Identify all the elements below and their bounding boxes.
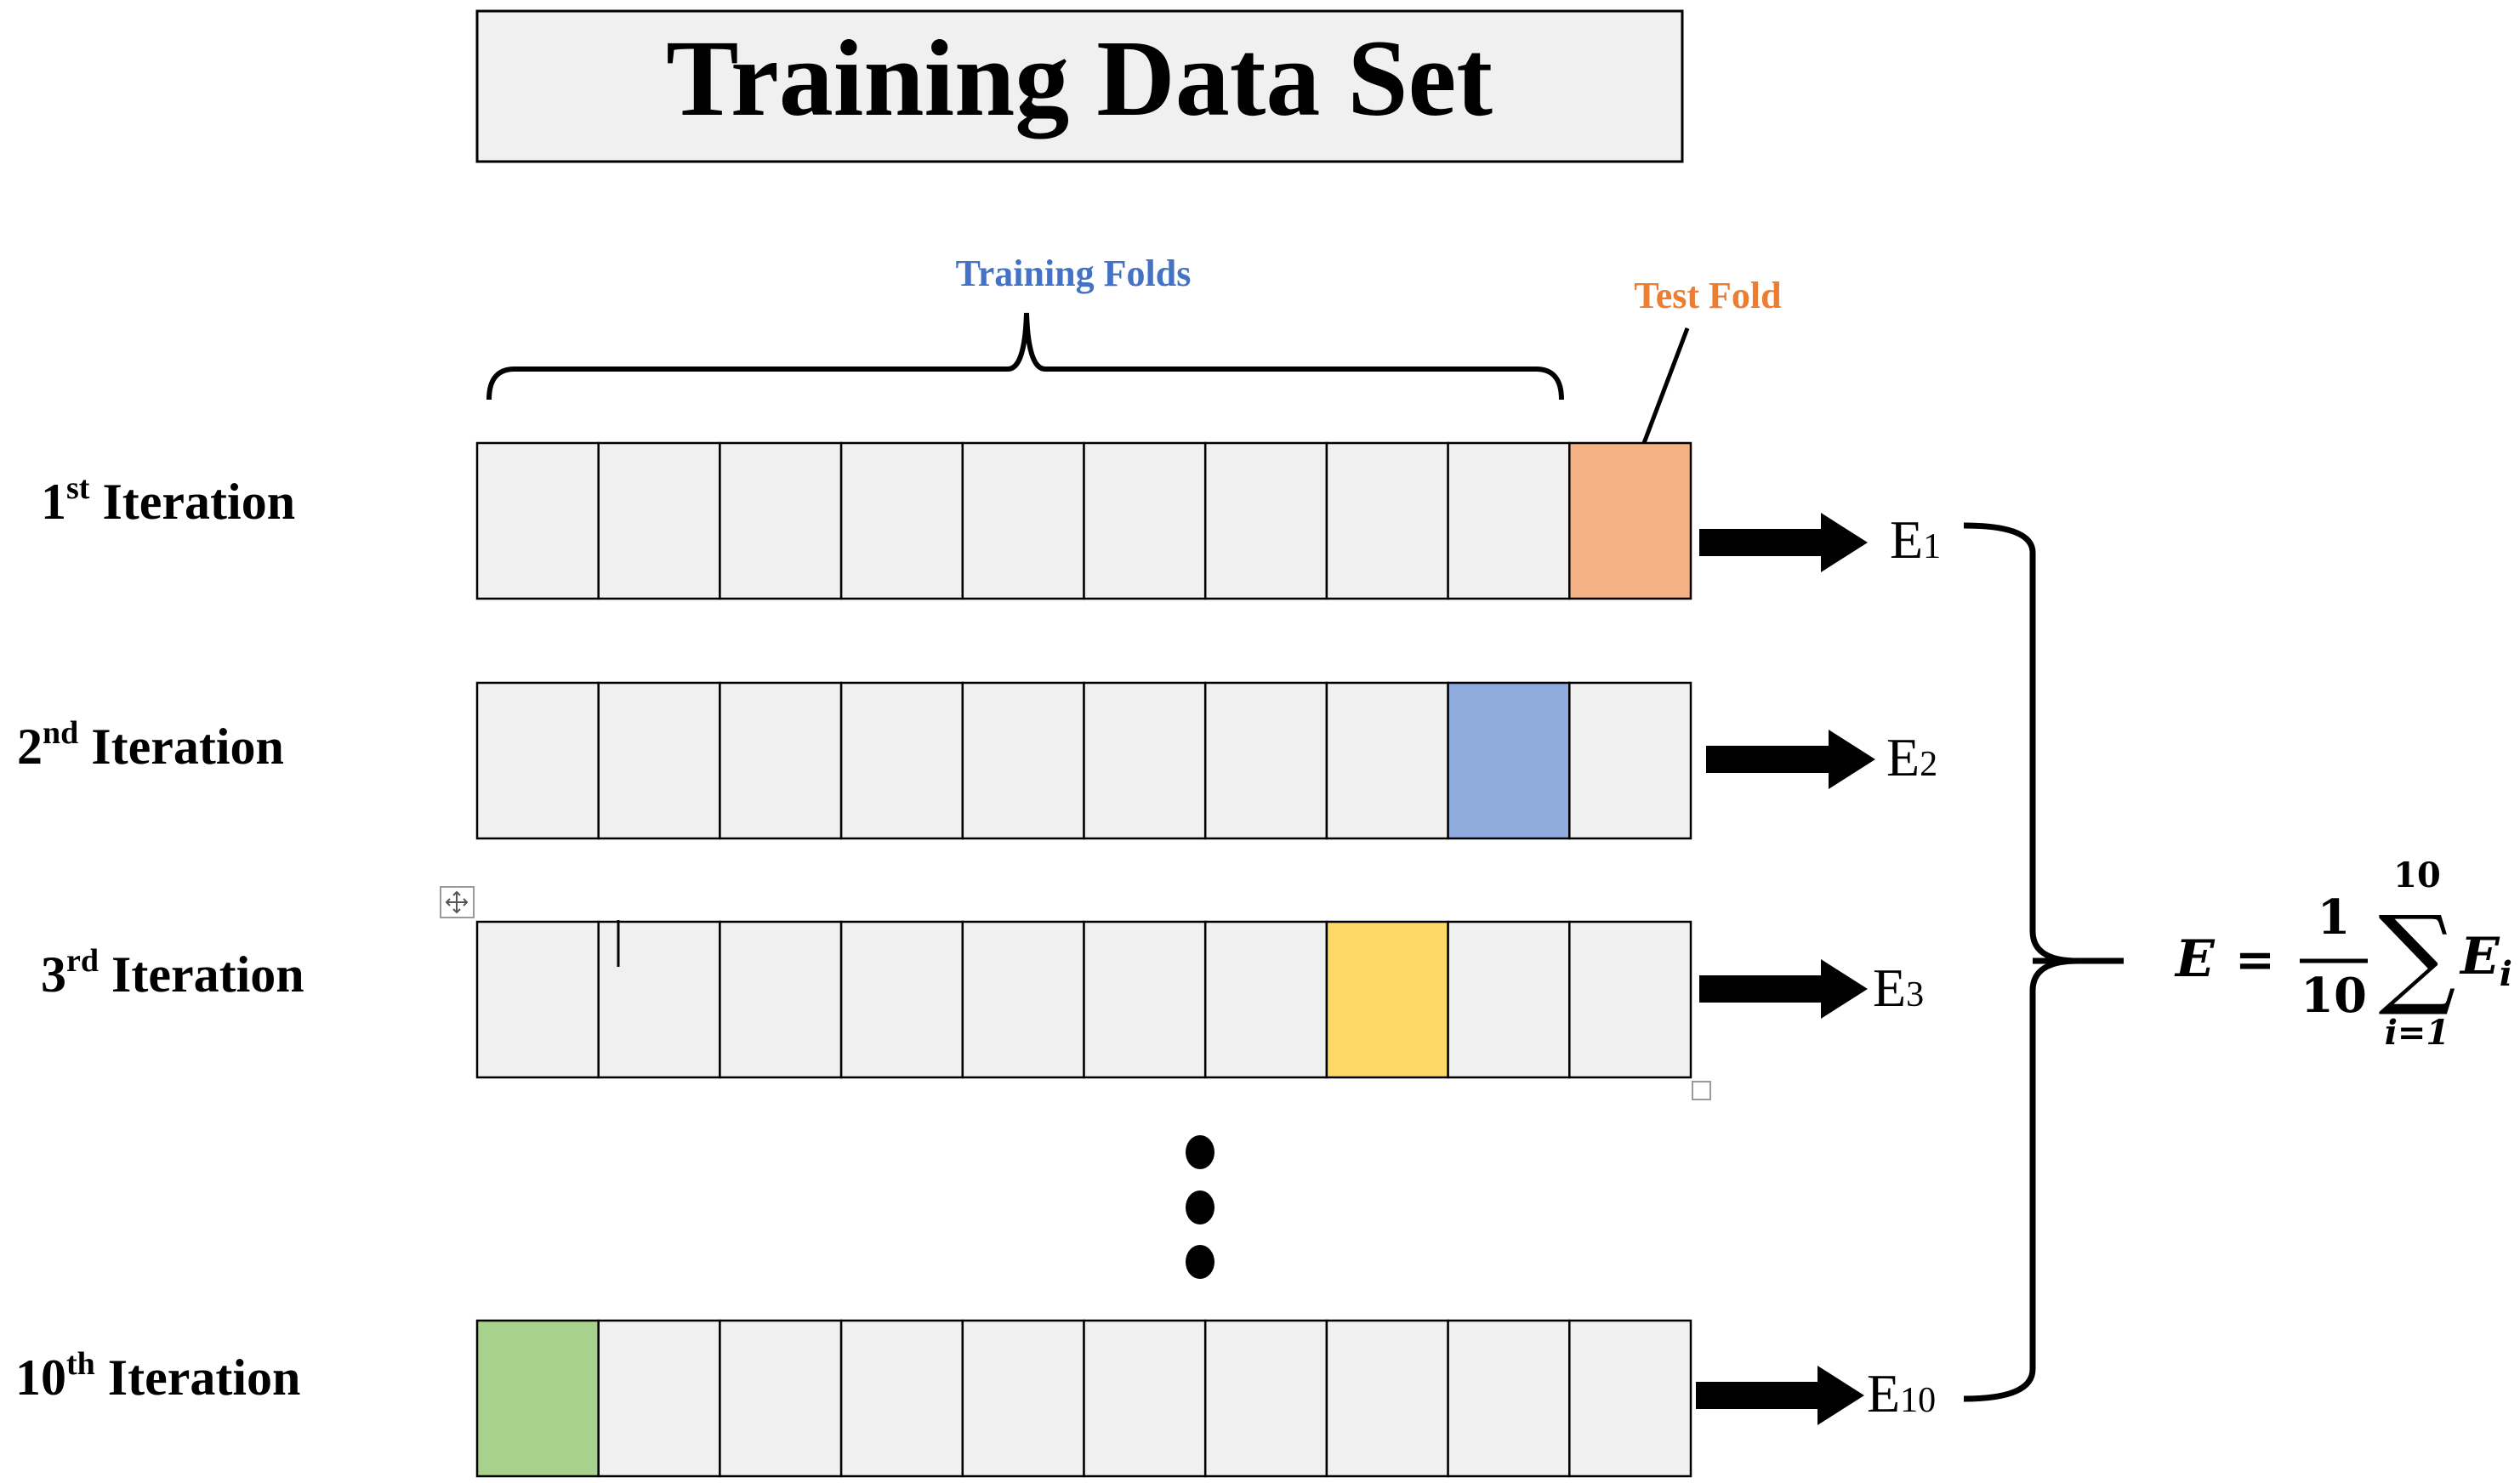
training-fold-cell — [1083, 441, 1207, 600]
iteration-label-2: 2nd Iteration — [17, 715, 284, 775]
training-fold-cell — [961, 920, 1085, 1079]
training-fold-cell — [1203, 920, 1328, 1079]
training-fold-cell — [1083, 1319, 1207, 1478]
error-label-e2: E2 — [1886, 727, 1937, 787]
iteration-ordinal-suffix: th — [66, 1346, 95, 1382]
iteration-ordinal-suffix: st — [66, 470, 90, 506]
training-fold-cell — [597, 920, 721, 1079]
formula-denominator: 10 — [2301, 968, 2367, 1024]
page-title: Training Data Set — [666, 18, 1493, 139]
test-fold-cell — [1568, 441, 1692, 600]
iteration-label-1: 1st Iteration — [41, 470, 295, 530]
svg-text:10th Iteration: 10th Iteration — [15, 1346, 300, 1406]
title-box: Training Data Set — [475, 9, 1684, 163]
training-fold-cell — [1447, 1319, 1571, 1478]
training-fold-cell — [1083, 920, 1207, 1079]
table-move-handle-icon[interactable] — [440, 886, 475, 918]
iteration-number: 2 — [17, 719, 43, 775]
arrow-right-icon — [1696, 1366, 1864, 1425]
arrow-right-icon — [1699, 513, 1868, 572]
test-fold-label: Test Fold — [1634, 275, 1781, 316]
fold-row-iteration-1 — [475, 441, 1692, 600]
training-fold-cell — [1447, 920, 1571, 1079]
iteration-word: Iteration — [95, 1349, 301, 1406]
training-fold-cell — [1325, 681, 1449, 840]
training-fold-cell — [475, 441, 600, 600]
training-fold-cell — [839, 681, 964, 840]
svg-text:2nd Iteration: 2nd Iteration — [17, 715, 284, 775]
average-error-formula: E = 1 10 10 ∑ i=1 Ei — [2174, 855, 2512, 1053]
iteration-label-10: 10th Iteration — [15, 1346, 300, 1406]
training-fold-cell — [1203, 441, 1328, 600]
fold-row-iteration-10 — [475, 1319, 1692, 1478]
training-fold-cell — [839, 920, 964, 1079]
formula-term: Ei — [2459, 927, 2512, 994]
training-fold-cell — [597, 441, 721, 600]
iteration-number: 10 — [15, 1349, 66, 1406]
iteration-number: 3 — [41, 946, 66, 1003]
training-fold-cell — [597, 681, 721, 840]
training-fold-cell — [1203, 1319, 1328, 1478]
error-label-e3: E3 — [1873, 957, 1924, 1018]
iteration-word: Iteration — [78, 719, 284, 775]
formula-lhs: E — [2174, 929, 2216, 989]
training-folds-brace — [486, 312, 1564, 401]
table-resize-handle-icon[interactable] — [1692, 1081, 1711, 1100]
formula-numerator: 1 — [2318, 889, 2351, 946]
training-fold-cell — [1568, 1319, 1692, 1478]
iteration-label-3: 3rd Iteration — [41, 943, 304, 1003]
test-fold-cell — [1447, 681, 1571, 840]
fold-row-iteration-3 — [475, 920, 1692, 1079]
fold-row-iteration-2 — [475, 681, 1692, 840]
formula-equals: = — [2235, 932, 2275, 988]
training-fold-cell — [475, 681, 600, 840]
test-fold-pointer — [1641, 327, 1690, 444]
arrow-right-icon — [1706, 730, 1875, 789]
training-fold-cell — [475, 920, 600, 1079]
formula-sum-lower-limit: i=1 — [2385, 1013, 2450, 1053]
training-fold-cell — [719, 681, 843, 840]
iteration-ordinal-suffix: rd — [66, 943, 99, 979]
formula-sum-upper-limit: 10 — [2393, 855, 2441, 895]
formula-sigma: ∑ — [2378, 893, 2455, 1020]
iteration-word: Iteration — [99, 946, 304, 1003]
training-fold-cell — [719, 441, 843, 600]
arrow-right-icon — [1699, 959, 1868, 1019]
error-label-e1: E1 — [1890, 509, 1941, 570]
training-fold-cell — [1568, 681, 1692, 840]
training-fold-cell — [719, 920, 843, 1079]
test-fold-cell — [475, 1319, 600, 1478]
training-fold-cell — [1447, 441, 1571, 600]
error-label-e10: E10 — [1867, 1363, 1936, 1423]
training-fold-cell — [1325, 441, 1449, 600]
training-fold-cell — [1568, 920, 1692, 1079]
svg-text:3rd Iteration: 3rd Iteration — [41, 943, 304, 1003]
training-fold-cell — [1203, 681, 1328, 840]
iteration-word: Iteration — [89, 474, 295, 530]
training-fold-cell — [597, 1319, 721, 1478]
training-folds-label: Training Folds — [956, 253, 1192, 294]
training-fold-cell — [1083, 681, 1207, 840]
training-fold-cell — [961, 441, 1085, 600]
training-fold-cell — [719, 1319, 843, 1478]
iteration-ordinal-suffix: nd — [43, 715, 78, 751]
test-fold-cell — [1325, 920, 1449, 1079]
training-fold-cell — [961, 681, 1085, 840]
training-fold-cell — [1325, 1319, 1449, 1478]
ellipsis-dots-icon — [1186, 1135, 1214, 1279]
iteration-number: 1 — [41, 474, 66, 530]
training-fold-cell — [839, 1319, 964, 1478]
training-fold-cell — [961, 1319, 1085, 1478]
svg-text:1st Iteration: 1st Iteration — [41, 470, 295, 530]
training-fold-cell — [839, 441, 964, 600]
